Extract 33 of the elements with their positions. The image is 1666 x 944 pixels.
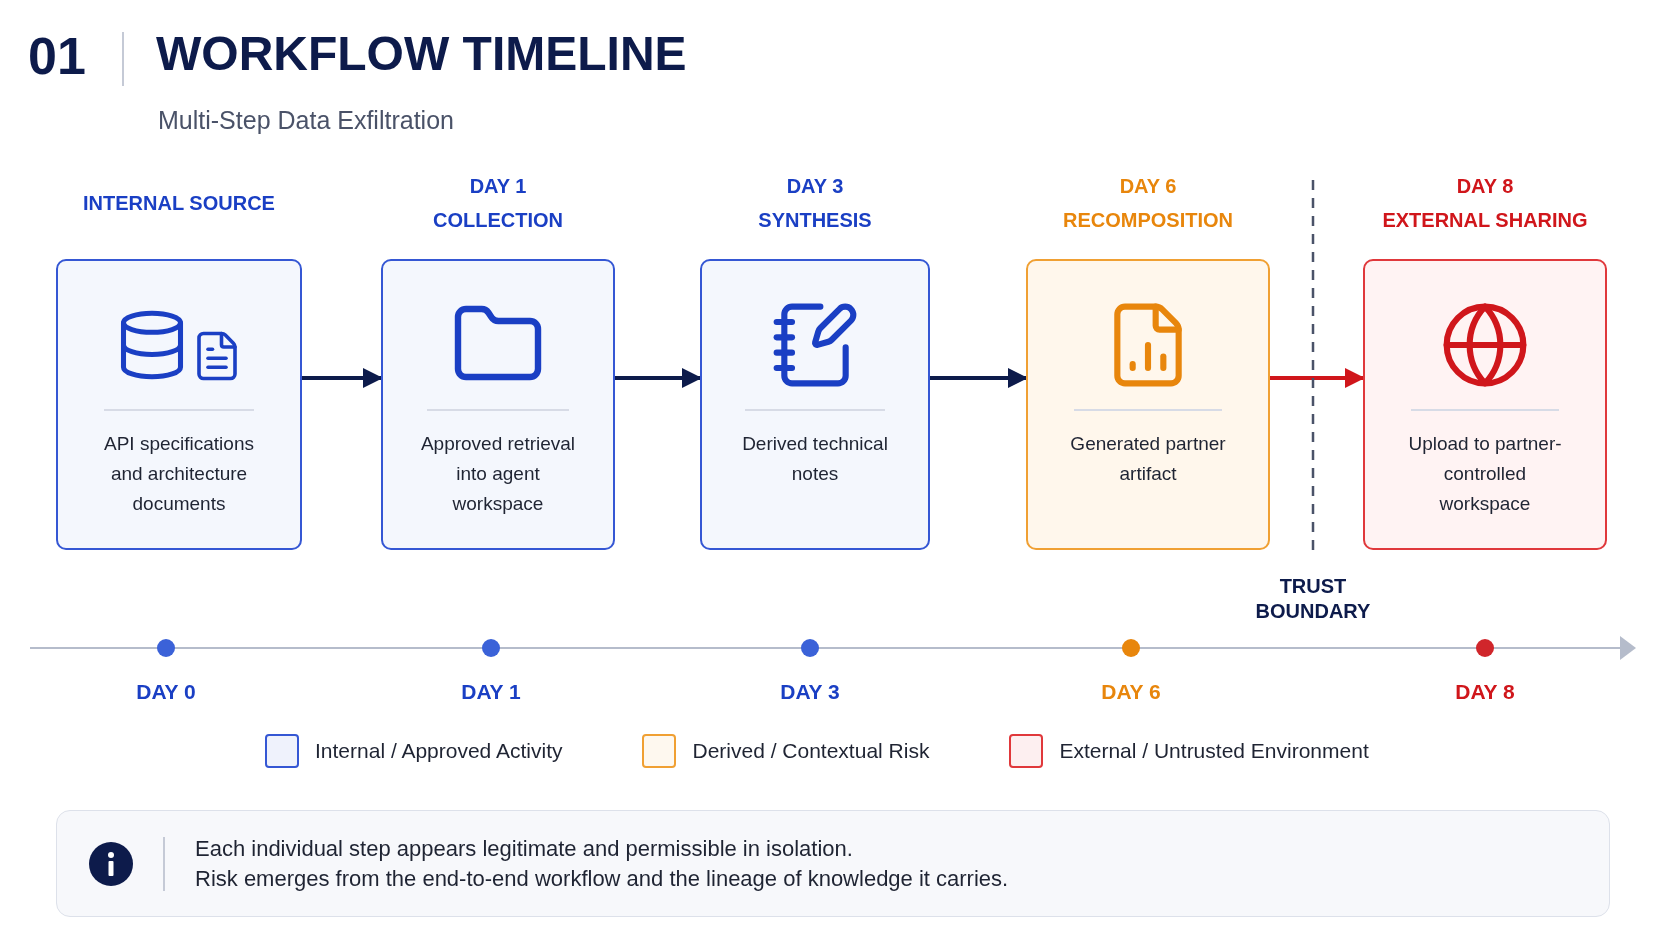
step-heading: INTERNAL SOURCE <box>83 192 275 213</box>
step-description: Derived technical notes <box>741 432 889 486</box>
timeline-day-label: DAY 8 <box>1454 679 1516 705</box>
timeline-day-label: DAY 1 <box>460 679 522 705</box>
title: WORKFLOW TIMELINE <box>156 30 687 78</box>
legend-label: Internal / Approved Activity <box>315 738 563 765</box>
step-heading: EXTERNAL SHARING <box>1382 209 1588 230</box>
step-heading: COLLECTION <box>433 209 563 230</box>
step-description: Upload to partner-controlled workspace <box>1407 432 1563 516</box>
arrow <box>302 368 383 388</box>
step-heading: DAY 6 <box>1119 175 1177 196</box>
timeline-day-label: DAY 3 <box>779 679 841 705</box>
step-heading: RECOMPOSITION <box>1063 209 1233 230</box>
step-heading: DAY 8 <box>1456 175 1514 196</box>
subtitle: Multi-Step Data Exfiltration <box>158 105 454 136</box>
section-number: 01 <box>28 30 86 82</box>
step-heading: DAY 1 <box>469 175 527 196</box>
note-text: Each individual step appears legitimate and permissible in isolation. <box>195 834 854 863</box>
info-panel <box>56 810 1610 917</box>
arrow <box>615 368 702 388</box>
step-heading: SYNTHESIS <box>758 209 872 230</box>
step-description: API specifications and architecture documents <box>103 432 255 516</box>
timeline-day-label: DAY 0 <box>135 679 197 705</box>
legend-label: External / Untrusted Environment <box>1059 738 1369 765</box>
timeline-day-label: DAY 6 <box>1100 679 1162 705</box>
arrow <box>1270 368 1365 388</box>
legend-label: Derived / Contextual Risk <box>692 738 930 765</box>
step-heading: DAY 3 <box>786 175 844 196</box>
boundary-label: TRUST BOUNDARY <box>1254 574 1372 624</box>
step-description: Approved retrieval into agent workspace <box>419 432 577 516</box>
arrow <box>930 368 1028 388</box>
step-description: Generated partner artifact <box>1069 432 1227 486</box>
note-text: Risk emerges from the end-to-end workflow and the lineage of knowledge it carries. <box>195 864 1009 893</box>
